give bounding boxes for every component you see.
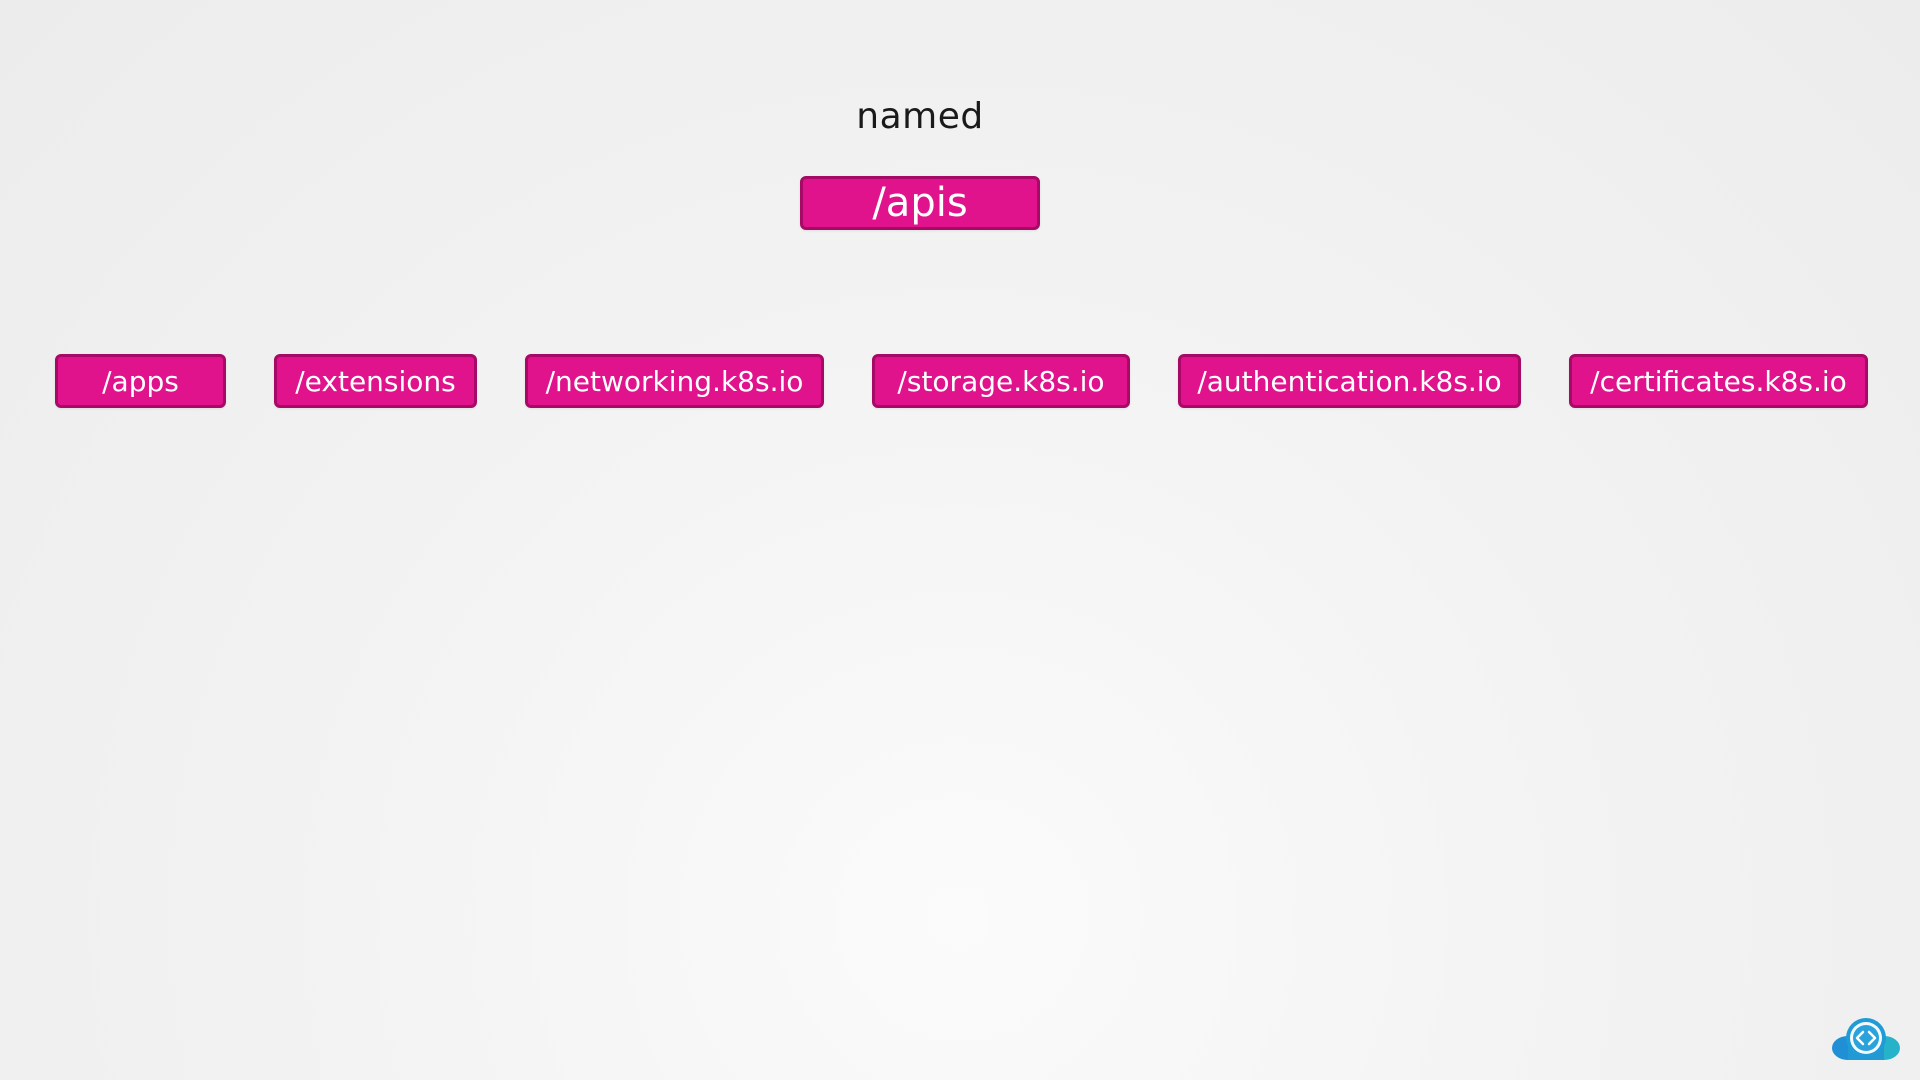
code-cloud-icon <box>1830 1014 1902 1062</box>
api-group-extensions-node: /extensions <box>274 354 477 408</box>
api-group-apps-node: /apps <box>55 354 226 408</box>
diagram-heading: named <box>856 96 984 137</box>
api-group-certificates-node: /certificates.k8s.io <box>1569 354 1868 408</box>
apis-root-node: /apis <box>800 176 1040 230</box>
api-group-authentication-node: /authentication.k8s.io <box>1178 354 1521 408</box>
api-group-storage-node: /storage.k8s.io <box>872 354 1130 408</box>
api-group-networking-node: /networking.k8s.io <box>525 354 824 408</box>
